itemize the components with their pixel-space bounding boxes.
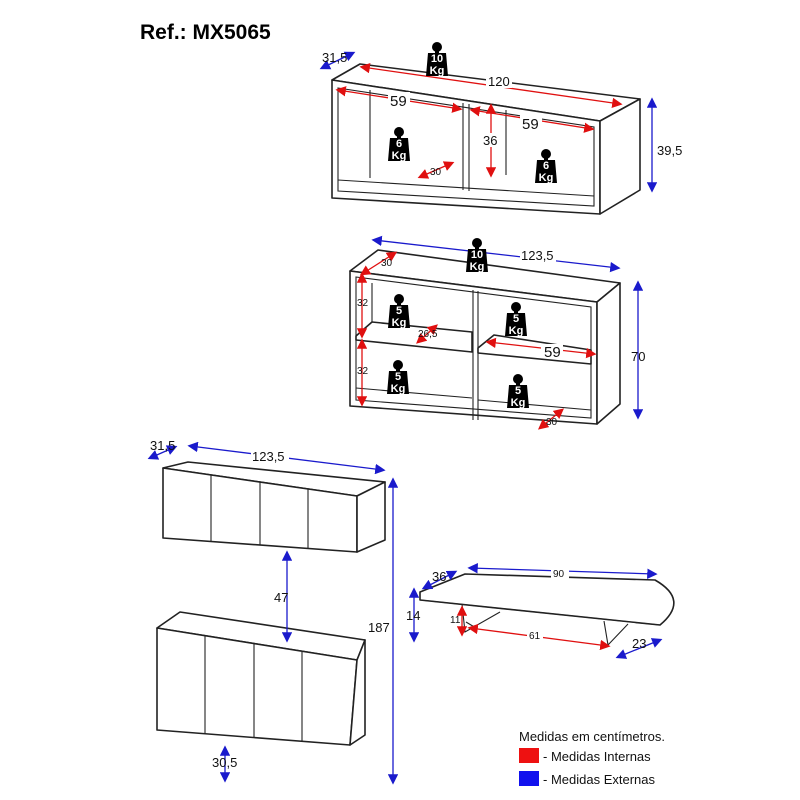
cabinet-width: 123,5 <box>252 449 285 464</box>
svg-text:Kg: Kg <box>511 397 526 409</box>
shelf-lower-height: 32 <box>357 366 369 377</box>
svg-text:Kg: Kg <box>392 317 407 329</box>
svg-text:Kg: Kg <box>430 65 445 77</box>
table-height: 14 <box>406 608 420 623</box>
legend-internal-swatch <box>519 748 539 763</box>
weight-icon: 6Kg <box>535 149 557 184</box>
legend: Medidas em centímetros. - Medidas Intern… <box>519 729 665 787</box>
weight-icon: 5Kg <box>505 302 527 337</box>
niche-inner-depth: 30 <box>430 167 442 178</box>
shelf-depth: 26,5 <box>418 329 438 340</box>
svg-text:5: 5 <box>396 305 402 317</box>
shelf-inner-width: 59 <box>544 344 561 361</box>
svg-text:5: 5 <box>395 371 401 383</box>
shelf-top-depth: 30 <box>381 258 393 269</box>
svg-text:Kg: Kg <box>539 172 554 184</box>
shelf-bottom-depth: 30 <box>546 417 558 428</box>
weight-icon: 6Kg <box>388 127 410 162</box>
weight-icon: 5Kg <box>387 360 409 395</box>
shelf-height: 70 <box>631 349 645 364</box>
cabinet-depth-bottom: 30,5 <box>212 755 237 770</box>
weight-icon: 5Kg <box>388 294 410 329</box>
svg-text:6: 6 <box>543 160 549 172</box>
svg-text:Kg: Kg <box>391 383 406 395</box>
svg-text:10: 10 <box>431 53 443 65</box>
weight-icon: 5Kg <box>507 374 529 409</box>
svg-text:5: 5 <box>515 385 521 397</box>
cabinet-depth-top: 31,5 <box>150 438 175 453</box>
niche-inner-height: 36 <box>483 133 497 148</box>
svg-text:5: 5 <box>513 313 519 325</box>
legend-heading: Medidas em centímetros. <box>519 729 665 744</box>
niche-depth: 31,5 <box>322 50 347 65</box>
table-leg-height: 11 <box>450 615 461 626</box>
cabinets: 31,5 123,5 47 187 30,5 <box>147 438 399 785</box>
niche-inner-right: 59 <box>522 116 539 133</box>
table-leg-depth: 23 <box>632 636 646 651</box>
svg-text:Kg: Kg <box>509 325 524 337</box>
legend-external-swatch <box>519 771 539 786</box>
table-length: 90 <box>553 569 565 580</box>
legend-internal: - Medidas Internas <box>543 749 651 764</box>
legend-external: - Medidas Externas <box>543 772 655 787</box>
folding-table: 36 90 14 11 61 23 <box>406 563 675 659</box>
shelf-upper-height: 32 <box>357 298 369 309</box>
niche-inner-left: 59 <box>390 93 407 110</box>
niche-width: 120 <box>488 74 510 89</box>
niche-height: 39,5 <box>657 143 682 158</box>
table-depth: 36 <box>432 569 446 584</box>
svg-text:Kg: Kg <box>470 261 485 273</box>
svg-text:10: 10 <box>471 249 483 261</box>
cabinet-total-height: 187 <box>368 620 390 635</box>
reference-title: Ref.: MX5065 <box>140 21 271 44</box>
svg-text:Kg: Kg <box>392 150 407 162</box>
shelf-width: 123,5 <box>521 248 554 263</box>
cabinet-gap: 47 <box>274 590 288 605</box>
svg-text:6: 6 <box>396 138 402 150</box>
table-leg-span: 61 <box>529 631 541 642</box>
